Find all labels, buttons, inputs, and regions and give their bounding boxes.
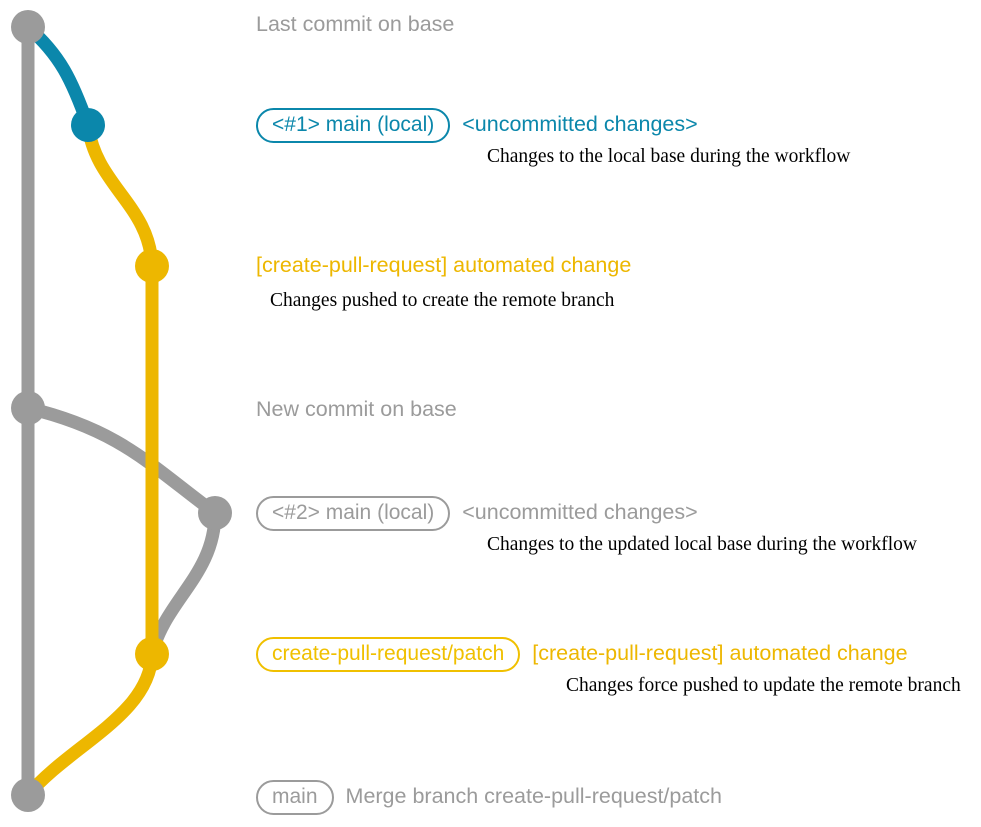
edge-local1-to-automated1 bbox=[81, 118, 159, 273]
commit-node-new-commit-on-base[interactable] bbox=[11, 391, 45, 425]
branch-pill-main-local-2[interactable]: <#2> main (local) bbox=[256, 496, 451, 531]
commit-node-automated-change-create[interactable] bbox=[135, 249, 169, 283]
commit-subject-merge-commit: Merge branch create-pull-request/patch bbox=[345, 784, 722, 808]
commit-description-automated-change-create: Changes pushed to create the remote bran… bbox=[270, 290, 615, 311]
commit-node-last-commit-on-base[interactable] bbox=[11, 10, 45, 44]
commit-row-local-uncommitted-1: <#1> main (local) <uncommitted changes> bbox=[256, 108, 698, 143]
commit-subject-local-uncommitted-1: <uncommitted changes> bbox=[462, 112, 698, 136]
commit-description-automated-change-update: Changes force pushed to update the remot… bbox=[566, 675, 961, 696]
commit-node-automated-change-update[interactable] bbox=[135, 637, 169, 671]
commit-row-merge-commit: main Merge branch create-pull-request/pa… bbox=[256, 780, 722, 815]
edge-base-to-local1 bbox=[21, 20, 95, 132]
edge-local2-to-patch bbox=[145, 506, 222, 661]
commit-subject-automated-change-create: [create-pull-request] automated change bbox=[256, 253, 632, 277]
commit-row-local-uncommitted-2: <#2> main (local) <uncommitted changes> bbox=[256, 496, 698, 531]
commit-description-local-uncommitted-2: Changes to the updated local base during… bbox=[487, 534, 917, 555]
commit-row-automated-change-update: create-pull-request/patch [create-pull-r… bbox=[256, 637, 908, 672]
edge-patch-to-merge bbox=[21, 647, 159, 802]
branch-pill-main-local-1[interactable]: <#1> main (local) bbox=[256, 108, 451, 143]
commit-node-local-uncommitted-2[interactable] bbox=[198, 496, 232, 530]
commit-subject-new-commit-on-base: New commit on base bbox=[256, 397, 457, 421]
commit-node-local-uncommitted-1[interactable] bbox=[71, 108, 105, 142]
branch-pill-create-pull-request-patch[interactable]: create-pull-request/patch bbox=[256, 637, 521, 672]
commit-subject-automated-change-update: [create-pull-request] automated change bbox=[532, 641, 908, 665]
commit-node-merge-commit[interactable] bbox=[11, 778, 45, 812]
branch-pill-main[interactable]: main bbox=[256, 780, 334, 815]
commit-subject-local-uncommitted-2: <uncommitted changes> bbox=[462, 500, 698, 524]
edge-base-to-local2 bbox=[21, 401, 222, 520]
commit-description-local-uncommitted-1: Changes to the local base during the wor… bbox=[487, 146, 851, 167]
commit-subject-last-commit-on-base: Last commit on base bbox=[256, 12, 455, 36]
